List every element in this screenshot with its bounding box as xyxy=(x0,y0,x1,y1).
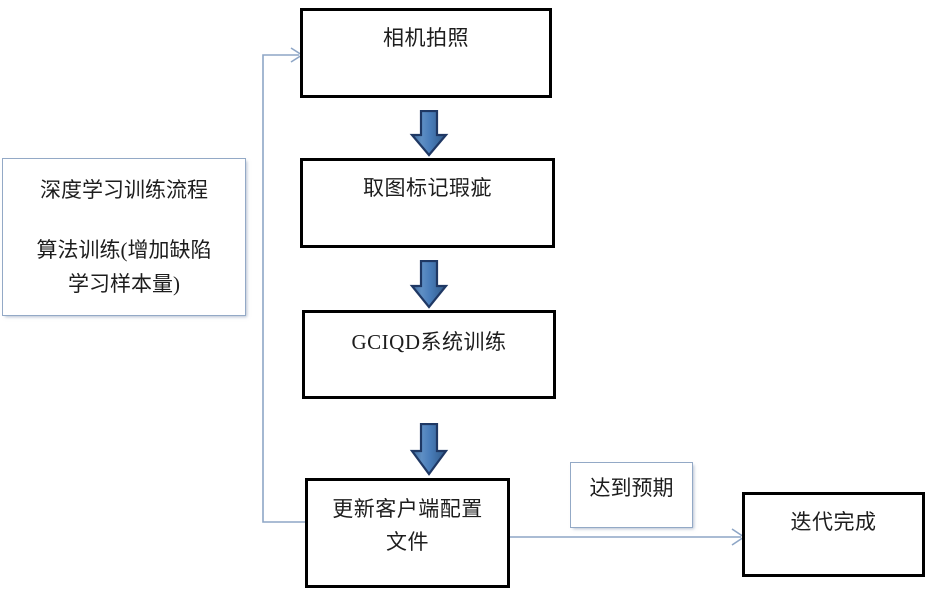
terminal-label: 迭代完成 xyxy=(790,510,877,534)
terminal-iteration-complete[interactable]: 迭代完成 xyxy=(742,492,925,577)
step-mark-defects-label: 取图标记瑕疵 xyxy=(363,176,492,200)
condition-label: 达到预期 xyxy=(589,476,674,500)
down-block-arrow-1 xyxy=(409,110,449,157)
step-camera-capture-label: 相机拍照 xyxy=(383,26,469,50)
success-arrow xyxy=(507,528,746,546)
step-mark-defects[interactable]: 取图标记瑕疵 xyxy=(300,158,555,248)
step-update-client[interactable]: 更新客户端配置 文件 xyxy=(305,478,510,588)
feedback-loop-arrow xyxy=(262,47,310,523)
step-update-client-label: 更新客户端配置 文件 xyxy=(332,497,483,554)
step-camera-capture[interactable]: 相机拍照 xyxy=(300,8,552,98)
step-gciqd-training[interactable]: GCIQD系统训练 xyxy=(302,310,556,399)
note-line-1: 深度学习训练流程 xyxy=(40,178,208,202)
step-gciqd-training-label: GCIQD系统训练 xyxy=(351,330,507,354)
down-block-arrow-2 xyxy=(409,260,449,309)
note-box-training-process: 深度学习训练流程 算法训练(增加缺陷 学习样本量) xyxy=(2,158,246,316)
down-block-arrow-3 xyxy=(409,423,449,476)
note-line-2: 算法训练(增加缺陷 学习样本量) xyxy=(36,238,212,296)
condition-box-expected-reached: 达到预期 xyxy=(570,462,693,528)
